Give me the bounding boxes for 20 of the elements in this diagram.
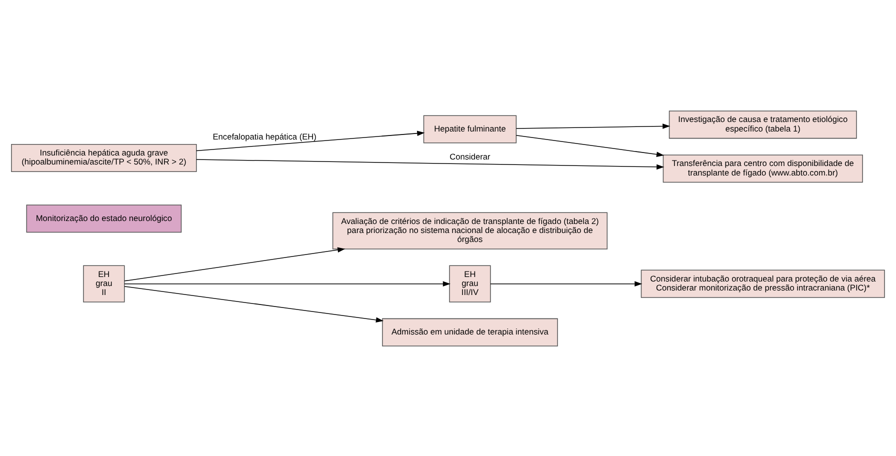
arrow (124, 286, 384, 322)
node-box: Hepatite fulminante (423, 114, 517, 143)
node-box: Insuficiência hepática aguda grave (hipoalbuminemia/ascite/TP < 50%, INR > 2) (11, 144, 197, 172)
node-box: Monitorização do estado neurológico (26, 204, 182, 232)
arrow (516, 134, 664, 156)
node-box: Admissão em unidade de terapia intensiva (382, 318, 558, 346)
node-box: Avaliação de critérios de indicação de transplante de fígado (tabela 2) para priorização no sistema nacional de alocação e distribuição de órgãos (332, 212, 608, 249)
arrow (196, 158, 664, 170)
edge-label: Considerar (450, 150, 490, 161)
arrow (516, 123, 670, 128)
arrow (490, 280, 642, 286)
node-box: Transferência para centro com disponibilidade de transplante de fígado (www.abto.com.br) (662, 154, 863, 182)
node-box: Investigação de causa e tratamento etiológico específico (tabela 1) (668, 110, 857, 138)
arrow (124, 246, 346, 281)
arrow (124, 280, 450, 286)
node-box: EH grau II (83, 264, 125, 302)
node-box: Considerar intubação orotraqueal para proteção de via aérea Considerar monitorização de pressão intracraniana (PIC)* (640, 269, 885, 298)
node-box: EH grau III/IV (449, 264, 491, 302)
arrow (196, 130, 425, 151)
edge-label: Encefalopatia hepática (EH) (212, 131, 316, 142)
